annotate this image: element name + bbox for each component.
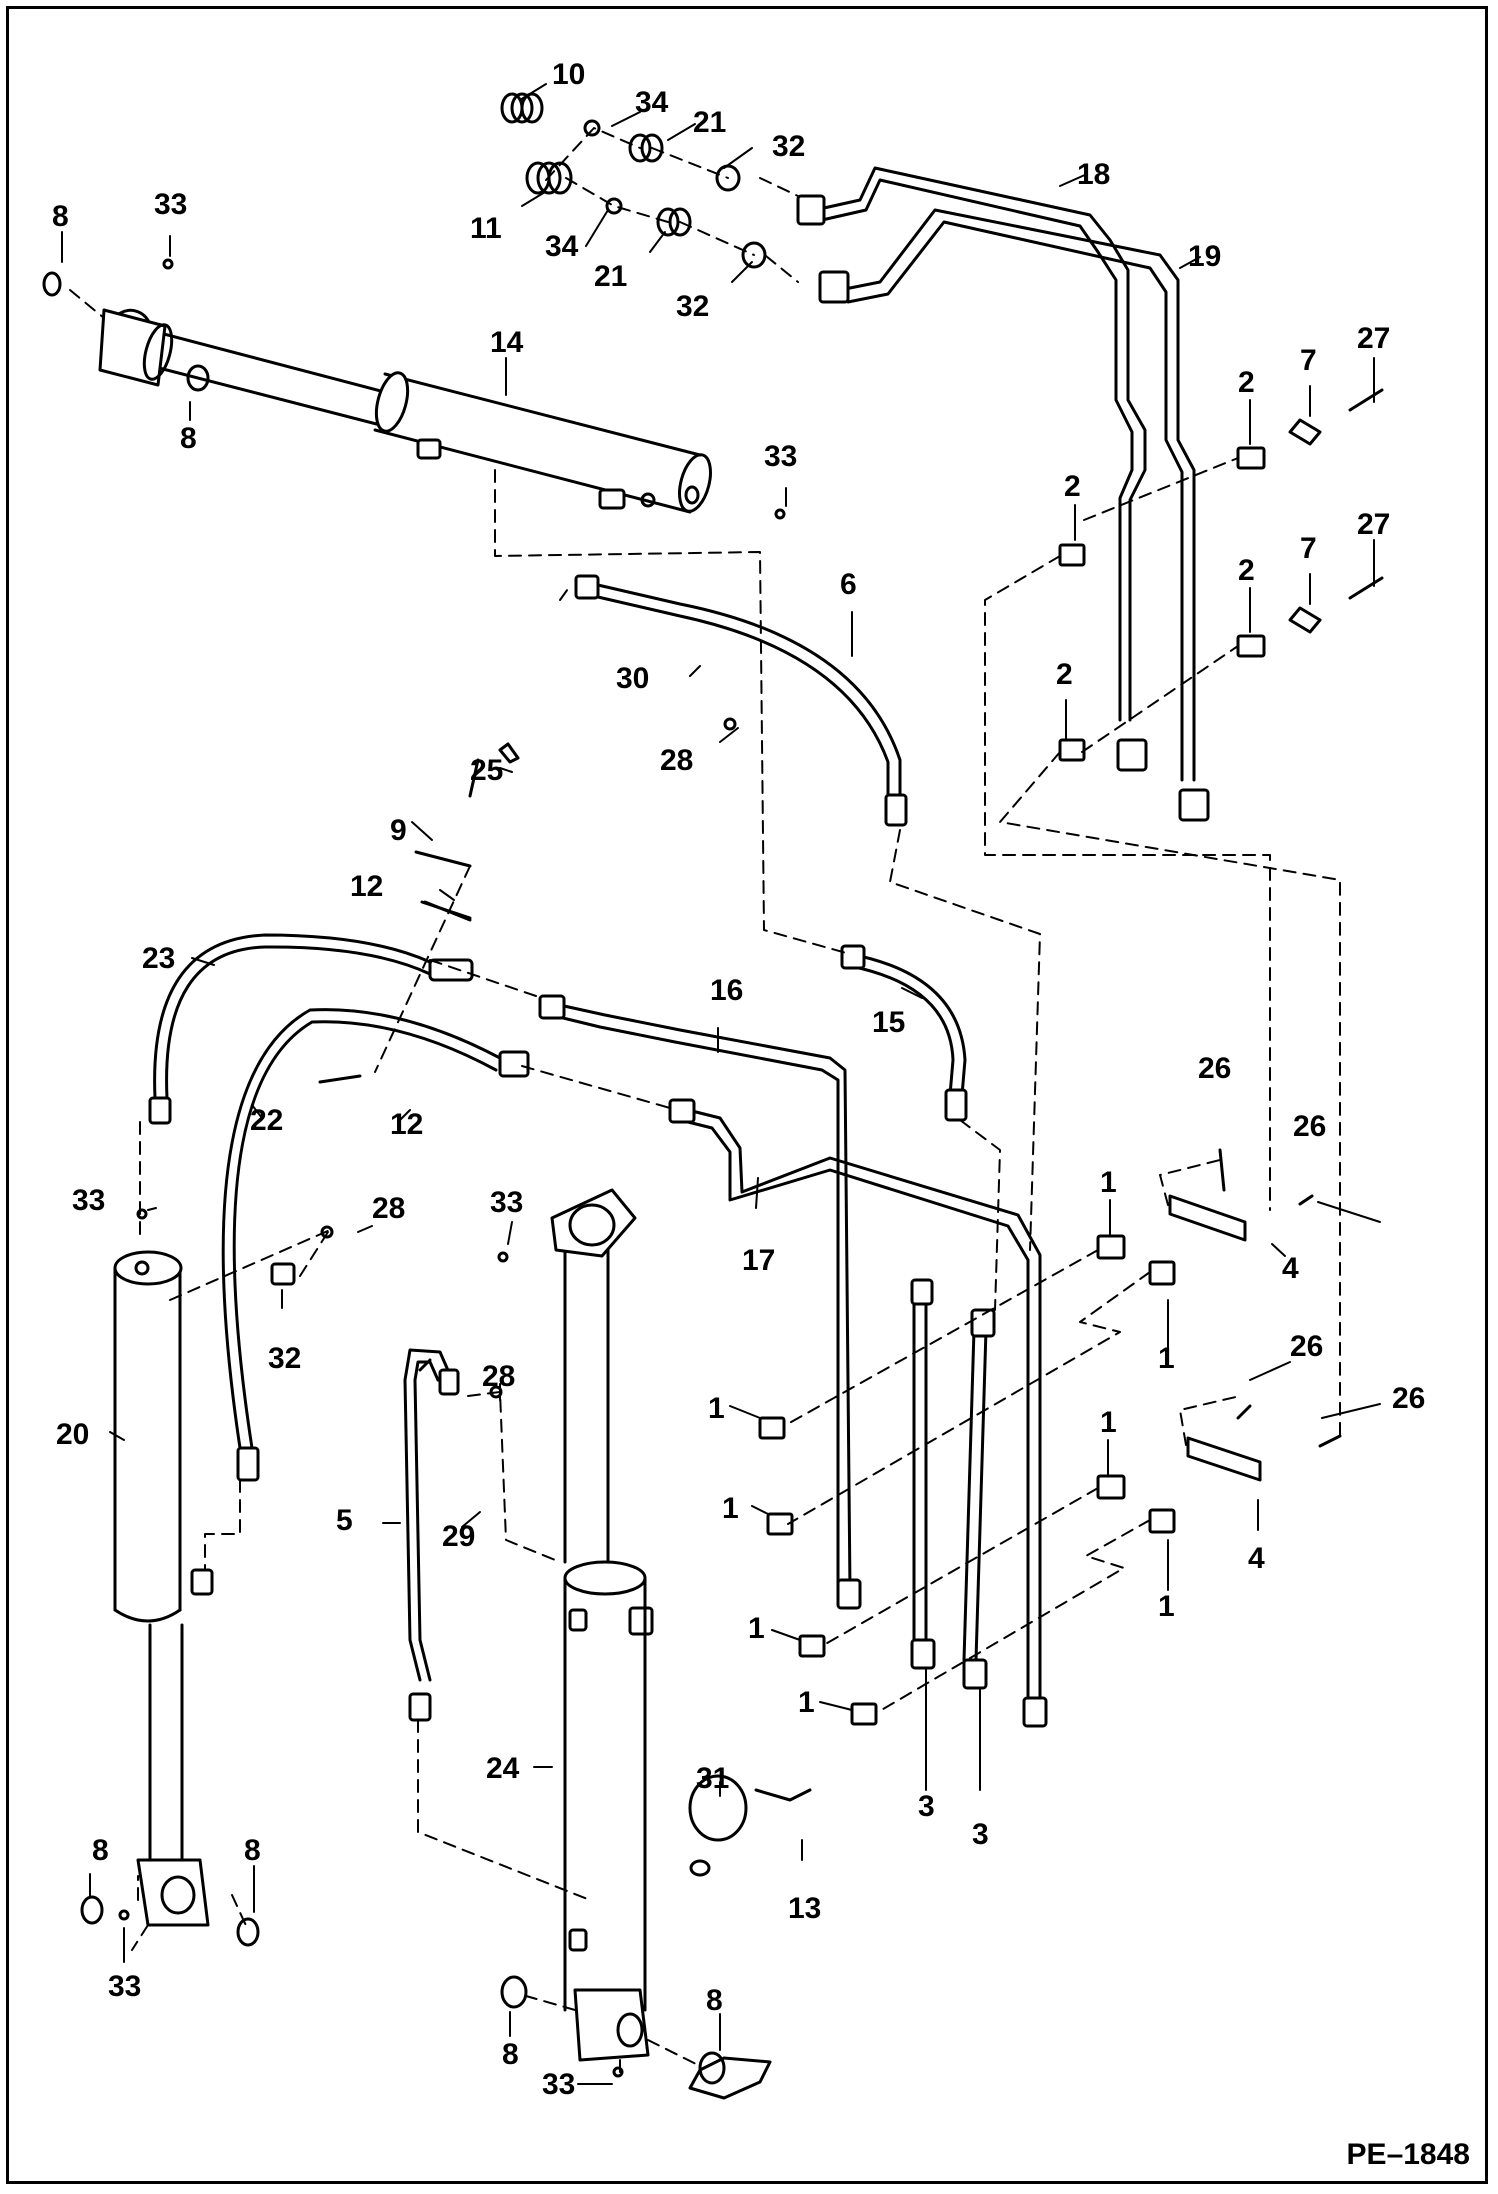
callout-21b: 21 [594, 260, 627, 293]
hose-23 [148, 933, 474, 1125]
callout-2d: 2 [1056, 658, 1073, 691]
callout-12b: 12 [390, 1108, 423, 1141]
callout-8b: 8 [180, 422, 197, 455]
callout-18: 18 [1077, 158, 1110, 191]
hose-6 [574, 574, 908, 827]
callout-31: 31 [696, 1762, 729, 1795]
tube-16 [538, 994, 862, 1610]
cylinder-14 [98, 308, 712, 514]
callout-1d: 1 [1158, 1590, 1175, 1623]
callout-7b: 7 [1300, 532, 1317, 565]
small-parts [42, 258, 786, 2085]
callout-33d: 33 [490, 1186, 523, 1219]
callout-1c: 1 [1100, 1406, 1117, 1439]
document-code: PE–1848 [1346, 2138, 1470, 2171]
callout-1e: 1 [708, 1392, 725, 1425]
callout-19: 19 [1188, 240, 1221, 273]
callout-5: 5 [336, 1504, 353, 1537]
callout-28a: 28 [660, 744, 693, 777]
callout-33b: 33 [764, 440, 797, 473]
callout-32c: 32 [268, 1342, 301, 1375]
callout-26a: 26 [1198, 1052, 1231, 1085]
callout-10: 10 [552, 58, 585, 91]
hose-22 [221, 1008, 530, 1482]
callout-33f: 33 [542, 2068, 575, 2101]
callout-8d: 8 [244, 1834, 261, 1867]
callout-2a: 2 [1238, 366, 1255, 399]
tubes-18-19 [796, 166, 1210, 822]
callout-22: 22 [250, 1104, 283, 1137]
callout-2b: 2 [1064, 470, 1081, 503]
callout-3a: 3 [918, 1790, 935, 1823]
callout-33a: 33 [154, 188, 187, 221]
callout-13: 13 [788, 1892, 821, 1925]
callout-14: 14 [490, 326, 524, 359]
callout-28b: 28 [372, 1192, 405, 1225]
callout-29: 29 [442, 1520, 475, 1553]
callout-25: 25 [470, 754, 503, 787]
callout-24: 24 [486, 1752, 520, 1785]
callout-32a: 32 [772, 130, 805, 163]
callout-6: 6 [840, 568, 857, 601]
callout-4b: 4 [1248, 1542, 1265, 1575]
callout-8f: 8 [706, 1984, 723, 2017]
callout-20: 20 [56, 1418, 89, 1451]
callout-17: 17 [742, 1244, 775, 1277]
callout-4a: 4 [1282, 1252, 1299, 1285]
fittings-top [500, 92, 767, 269]
callout-15: 15 [872, 1006, 905, 1039]
callout-8e: 8 [502, 2038, 519, 2071]
callout-23: 23 [142, 942, 175, 975]
callout-1b: 1 [1158, 1342, 1175, 1375]
hose-15 [840, 944, 968, 1122]
callout-9: 9 [390, 814, 407, 847]
callout-8a: 8 [52, 200, 69, 233]
callout-26b: 26 [1293, 1110, 1326, 1143]
cylinder-24 [550, 1188, 654, 2062]
callout-27b: 27 [1357, 508, 1390, 541]
callout-27a: 27 [1357, 322, 1390, 355]
callout-leaders [61, 83, 1381, 2085]
callout-16: 16 [710, 974, 743, 1007]
callout-1h: 1 [798, 1686, 815, 1719]
callout-34a: 34 [635, 86, 669, 119]
diagram-frame [6, 6, 1488, 2184]
callout-labels: 10 34 21 32 18 19 11 34 21 32 8 33 8 14 … [52, 58, 1425, 2101]
tube-5 [403, 1348, 460, 1722]
callout-12a: 12 [350, 870, 383, 903]
callout-7a: 7 [1300, 344, 1317, 377]
callout-1a: 1 [1100, 1166, 1117, 1199]
callout-33c: 33 [72, 1184, 105, 1217]
callout-8c: 8 [92, 1834, 109, 1867]
callout-26d: 26 [1392, 1382, 1425, 1415]
callout-21a: 21 [693, 106, 726, 139]
cylinder-20 [113, 1250, 214, 1927]
callout-34b: 34 [545, 230, 579, 263]
callout-2c: 2 [1238, 554, 1255, 587]
tube-17 [668, 1098, 1048, 1728]
callout-3b: 3 [972, 1818, 989, 1851]
callout-11: 11 [470, 212, 502, 245]
leader-routing-dashed [69, 127, 1341, 2073]
callout-30: 30 [616, 662, 649, 695]
callout-1f: 1 [722, 1492, 739, 1525]
tubes-3 [910, 1278, 996, 1690]
callout-26c: 26 [1290, 1330, 1323, 1363]
callout-1g: 1 [748, 1612, 765, 1645]
callout-33e: 33 [108, 1970, 141, 2003]
callout-28c: 28 [482, 1360, 515, 1393]
callout-32b: 32 [676, 290, 709, 323]
